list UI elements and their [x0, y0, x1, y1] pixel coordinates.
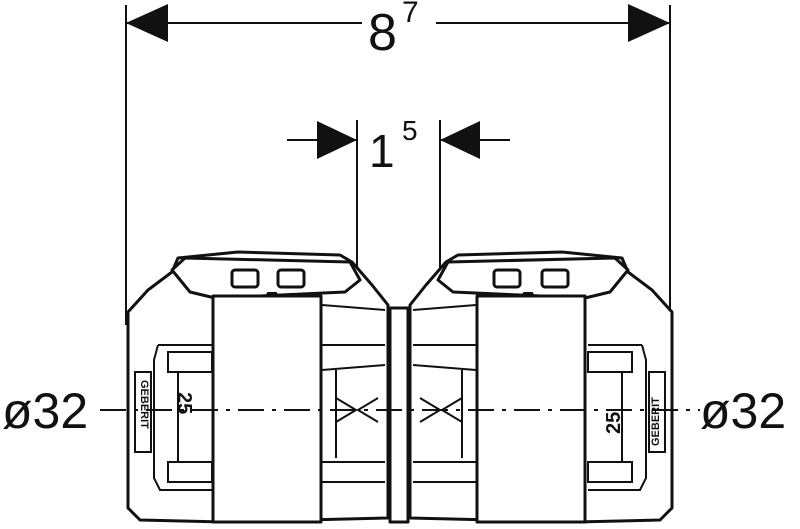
gap-value: 1: [369, 125, 395, 177]
svg-text:7: 7: [402, 0, 419, 29]
svg-text:25: 25: [173, 392, 195, 414]
gap-right-arrowhead: [440, 121, 480, 159]
right-brand-label: GEBERIT: [650, 397, 662, 446]
right-size-label: 25: [603, 412, 625, 434]
left-diameter-label: ø32: [2, 383, 88, 439]
overall-length-superscript: 7: [402, 0, 419, 29]
left-coupling-body: GEBERIT 25: [126, 250, 390, 524]
left-size-label: 25: [173, 392, 195, 414]
gap-superscript: 5: [402, 115, 418, 146]
center-collar: [388, 306, 410, 524]
svg-text:1: 1: [369, 125, 395, 177]
left-arrowhead: [126, 4, 168, 42]
svg-text:8: 8: [368, 4, 397, 62]
right-arrowhead: [628, 4, 670, 42]
overall-length-value: 8: [368, 4, 397, 62]
gap-left-arrowhead: [317, 121, 357, 159]
overall-length-dimension: 8 7: [125, 0, 671, 325]
svg-text:GEBERIT: GEBERIT: [650, 397, 662, 446]
svg-text:GEBERIT: GEBERIT: [138, 380, 150, 429]
svg-text:5: 5: [402, 115, 418, 146]
left-brand-label: GEBERIT: [138, 380, 150, 429]
right-diameter-label: ø32: [700, 383, 786, 439]
right-coupling-body: GEBERIT 25: [408, 250, 674, 524]
svg-text:25: 25: [603, 412, 625, 434]
